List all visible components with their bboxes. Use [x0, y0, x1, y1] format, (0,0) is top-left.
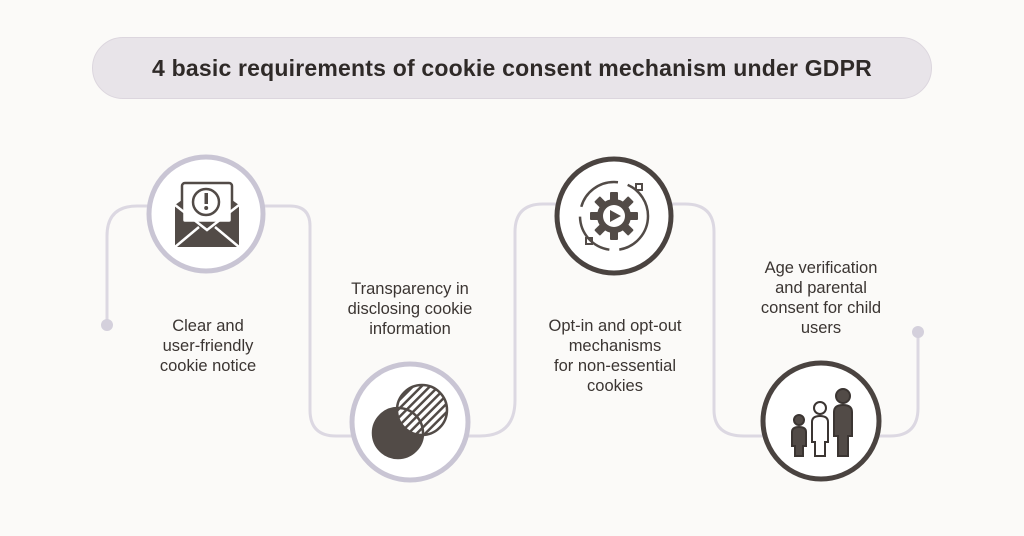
- step-1-label: Clear and user-friendly cookie notice: [159, 317, 257, 375]
- family-icon: [791, 388, 853, 457]
- step-2-label: Transparency in disclosing cookie inform…: [347, 280, 473, 338]
- step-4-label: Age verification and parental consent fo…: [760, 259, 882, 337]
- step-3-node: [554, 156, 674, 276]
- start-dot: [101, 319, 113, 331]
- connector-path: [105, 202, 920, 438]
- page-title: 4 basic requirements of cookie consent m…: [152, 54, 872, 81]
- envelope-alert-icon: [174, 181, 240, 248]
- end-dot: [912, 326, 924, 338]
- gear-play-icon: [578, 180, 650, 252]
- overlapping-circles-icon: [371, 383, 449, 460]
- step-4-node: [760, 360, 882, 482]
- step-2-node: [349, 361, 471, 483]
- title-banner: 4 basic requirements of cookie consent m…: [92, 37, 932, 99]
- step-1-node: [146, 154, 266, 274]
- step-3-label: Opt-in and opt-out mechanisms for non-es…: [548, 317, 682, 395]
